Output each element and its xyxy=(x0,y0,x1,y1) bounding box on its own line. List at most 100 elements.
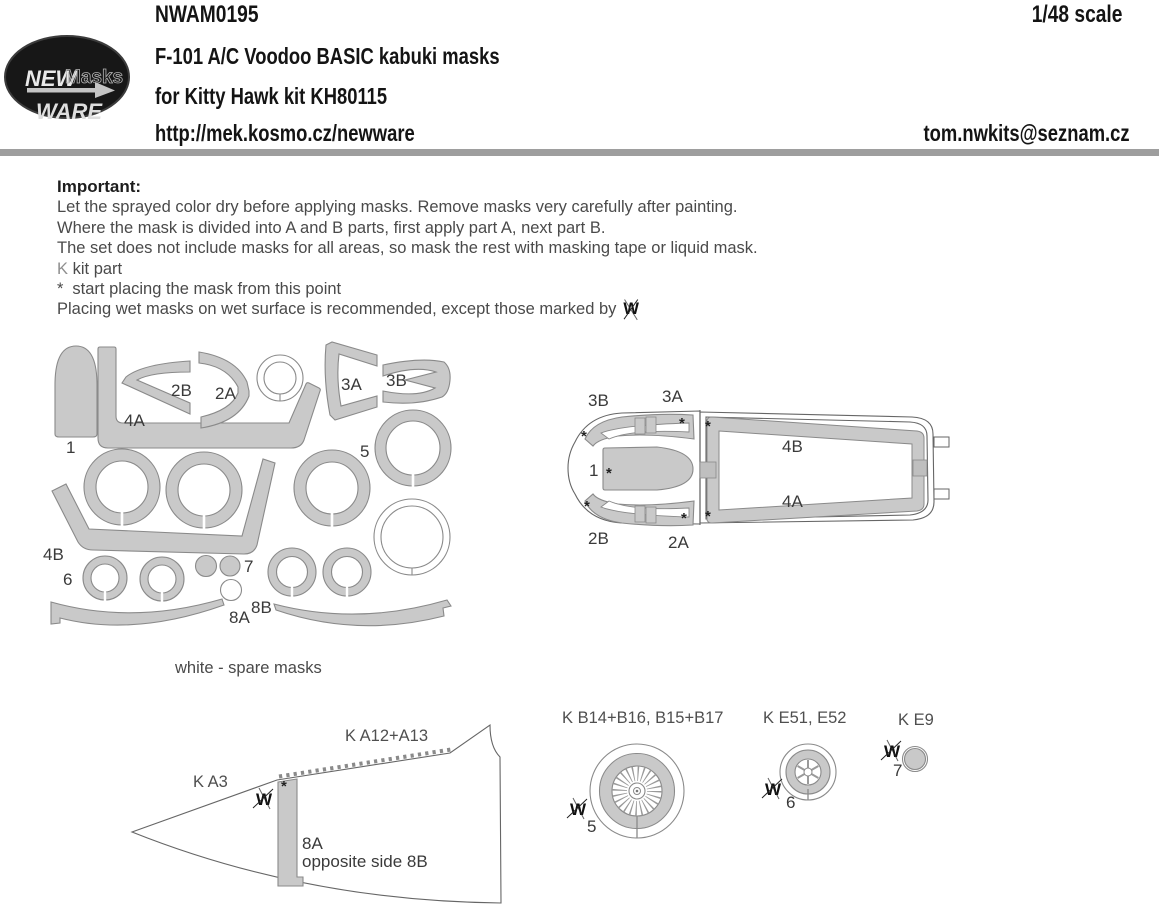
mask-dot-7b xyxy=(219,555,241,577)
label-4b: 4B xyxy=(782,437,803,456)
kit-label-a12-a13: K A12+A13 xyxy=(345,727,428,745)
asterisk: * xyxy=(705,418,711,435)
important-notes: Important: Let the sprayed color dry bef… xyxy=(57,177,758,320)
mask-ring-c xyxy=(293,449,371,527)
kit-label-e51-e52: K E51, E52 xyxy=(763,709,846,727)
spare-dot xyxy=(219,578,243,602)
band-top-tab-2 xyxy=(645,416,657,434)
label-part2a: 2A xyxy=(215,384,236,403)
mask-strip-8a xyxy=(50,598,225,626)
asterisk-symbol: * xyxy=(57,280,64,299)
rear-canopy-outline xyxy=(699,411,935,524)
kit-label-b14: K B14+B16, B15+B17 xyxy=(562,709,723,727)
mask-strip-8b xyxy=(273,599,452,627)
newware-logo: NEW Masks WARE xyxy=(4,35,130,124)
nose-outline xyxy=(130,723,502,904)
label-2b: 2B xyxy=(588,529,609,548)
logo-arrow-icon xyxy=(27,82,115,98)
label-part4b: 4B xyxy=(43,545,64,564)
mask-dot-7a xyxy=(194,554,218,578)
w-mark: W xyxy=(252,787,274,810)
logo-word-ware: WARE xyxy=(36,99,103,124)
note-line-1: Let the sprayed color dry before applyin… xyxy=(57,198,738,217)
mask-shape-3a xyxy=(324,341,378,421)
website-url: http://mek.kosmo.cz/newware xyxy=(155,120,415,146)
header-divider xyxy=(0,149,1159,156)
label-6: 6 xyxy=(786,793,795,812)
band-top-tab-1 xyxy=(634,417,646,435)
light-outer-outline xyxy=(901,745,929,773)
band-bottom-tab-1 xyxy=(634,505,646,523)
logo-word-masks: Masks xyxy=(65,67,123,88)
spare-masks-note: white - spare masks xyxy=(175,659,322,677)
w-mark: W xyxy=(761,777,783,800)
placement-mask-1 xyxy=(602,446,694,491)
mask-shape-1 xyxy=(54,345,98,438)
kit-label-e9: K E9 xyxy=(898,711,934,729)
mask-ring-6b xyxy=(139,556,185,602)
asterisk: * xyxy=(281,778,287,795)
logo-word-new: NEW xyxy=(25,66,79,91)
contact-email: tom.nwkits@seznam.cz xyxy=(923,120,1130,146)
nose-mask-strip-8a xyxy=(277,778,304,887)
label-part7: 7 xyxy=(244,557,253,576)
mask-ring-b xyxy=(165,451,243,529)
frame-connector-right xyxy=(912,459,928,477)
asterisk: * xyxy=(584,498,590,515)
mask-ring-6a xyxy=(82,555,128,601)
canopy-hinge-tab-bottom xyxy=(933,488,950,500)
label-7: 7 xyxy=(893,761,902,780)
label-3b: 3B xyxy=(588,391,609,410)
intake-diagram: K B14+B16, B15+B17 W 5 xyxy=(562,709,723,839)
canopy-hinge-tab-top xyxy=(933,436,950,448)
logo-oval xyxy=(4,35,130,119)
asterisk: * xyxy=(581,428,587,445)
nose-diagram: * W K A3 K A12+A13 8A opposite side 8B xyxy=(130,723,502,904)
mask-shape-2b xyxy=(121,360,191,415)
wheel-hub xyxy=(803,767,813,777)
placement-frame-4a-4b xyxy=(706,416,925,524)
kit-part-symbol: K xyxy=(57,259,69,278)
label-part2b: 2B xyxy=(171,381,192,400)
mask-ring-e xyxy=(322,547,372,597)
label-3a: 3A xyxy=(662,387,683,406)
wheel-diagram: K E51, E52 W 6 xyxy=(761,709,846,812)
note-asterisk: * start placing the mask from this point xyxy=(57,279,758,299)
product-subtitle: for Kitty Hawk kit KH80115 xyxy=(155,83,388,109)
w-mark: W xyxy=(566,797,588,820)
mask-ring-5 xyxy=(374,409,452,487)
mask-ring-a xyxy=(83,448,161,526)
label-4a: 4A xyxy=(782,492,803,511)
label-1: 1 xyxy=(589,461,598,480)
label-part8b: 8B xyxy=(251,598,272,617)
scale-label: 1/48 scale xyxy=(1031,1,1122,28)
label-part5: 5 xyxy=(360,442,369,461)
product-code: NWAM0195 xyxy=(155,1,259,28)
asterisk: * xyxy=(606,465,612,482)
label-part3b: 3B xyxy=(386,371,407,390)
asterisk-text: start placing the mask from this point xyxy=(72,280,342,299)
mask-shape-3b xyxy=(382,359,451,404)
label-part1: 1 xyxy=(66,438,75,457)
w-mark: W xyxy=(623,300,639,319)
note-line-2: Where the mask is divided into A and B p… xyxy=(57,218,606,237)
note-line-3: The set does not include masks for all a… xyxy=(57,239,758,258)
kit-part-text: kit part xyxy=(72,259,123,278)
mask-ring-d xyxy=(267,547,317,597)
fan-hub-dot xyxy=(635,789,639,793)
windscreen-outline xyxy=(567,410,701,525)
label-part3a: 3A xyxy=(341,375,362,394)
label-part4a: 4A xyxy=(124,411,145,430)
note-kit-part: K kit part xyxy=(57,259,758,279)
mask-shape-2a xyxy=(198,351,250,429)
product-title: F-101 A/C Voodoo BASIC kabuki masks xyxy=(155,43,500,69)
label-opposite-8b: opposite side 8B xyxy=(302,852,428,871)
wet-mask-text: Placing wet masks on wet surface is reco… xyxy=(57,300,617,319)
label-5: 5 xyxy=(587,817,596,836)
w-mark: W xyxy=(880,739,902,762)
rear-canopy-inner-line xyxy=(705,416,929,520)
asterisk: * xyxy=(681,510,687,527)
canopy-placement-diagram: * * * * * * * 3B 3A 1 4B 4A 2B 2A xyxy=(567,387,950,552)
label-8a: 8A xyxy=(302,834,323,853)
